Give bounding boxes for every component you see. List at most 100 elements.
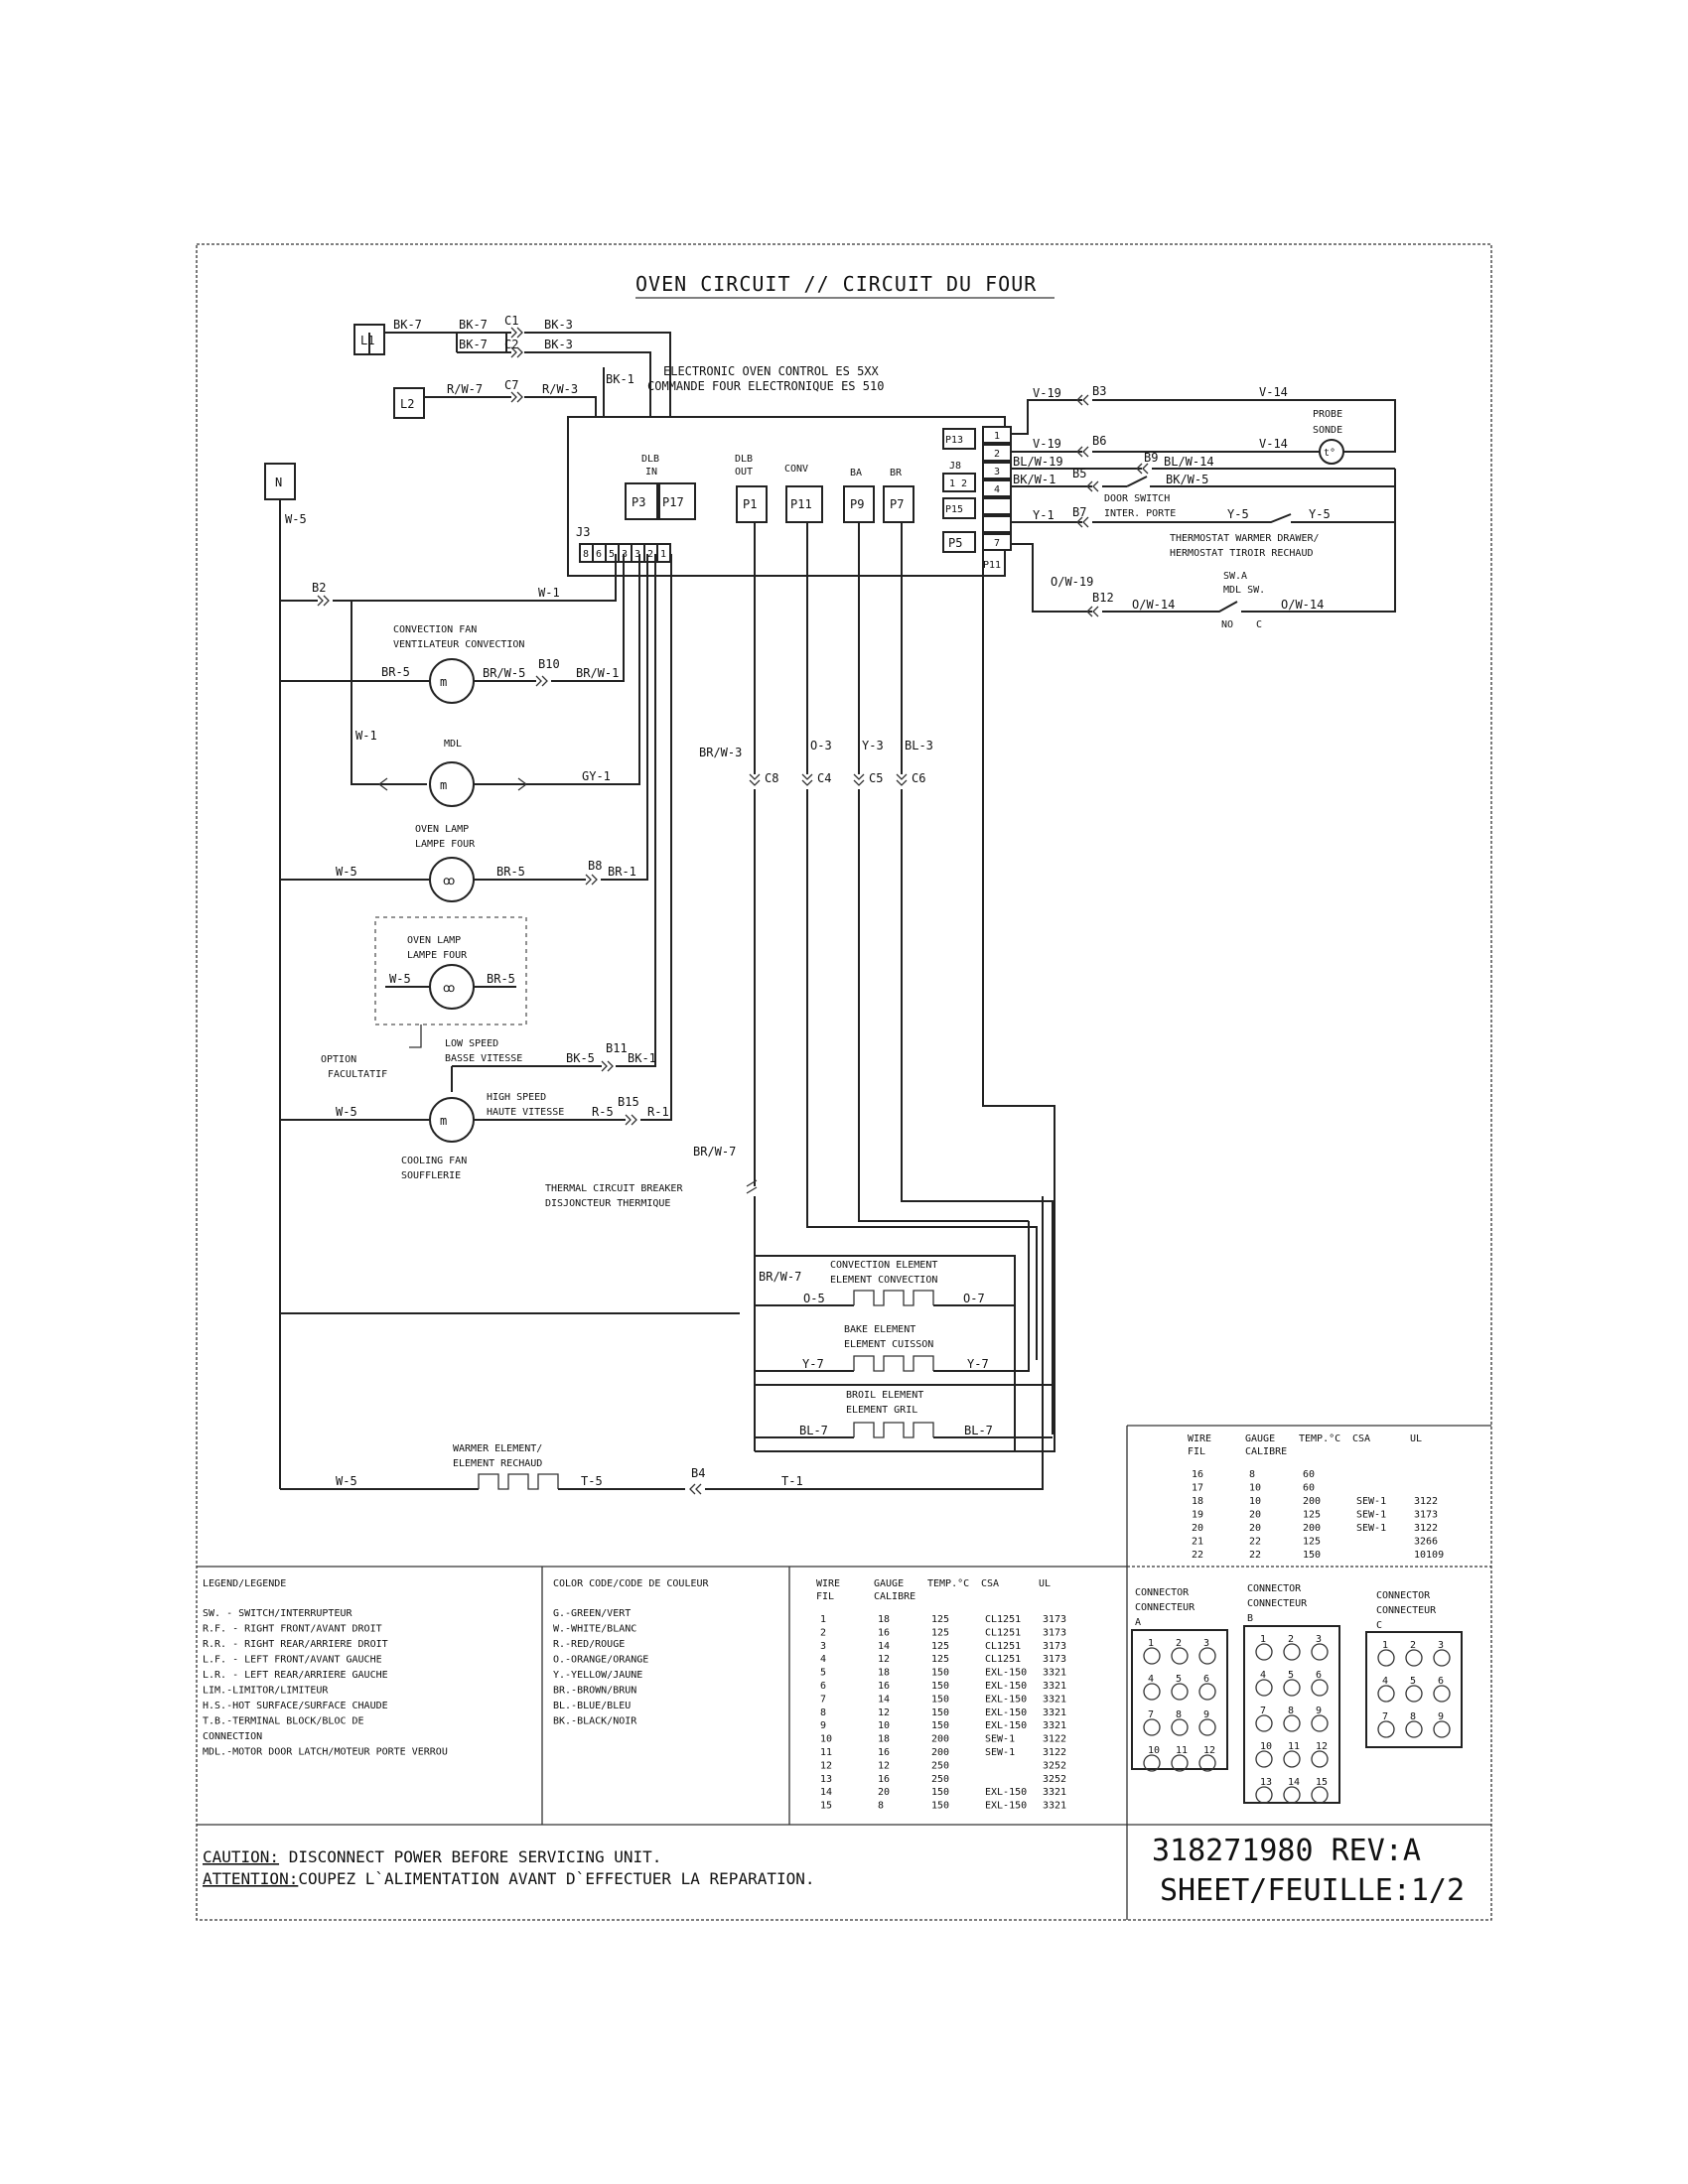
svg-text:CONV: CONV xyxy=(784,464,808,475)
svg-text:Y-5: Y-5 xyxy=(1309,507,1331,521)
connector-pin-number: 4 xyxy=(1148,1674,1154,1685)
svg-text:BK-5: BK-5 xyxy=(566,1051,595,1065)
control-pin-label: 3 xyxy=(994,467,1000,478)
connector-pin-number: 6 xyxy=(1438,1676,1444,1687)
connector-pin xyxy=(1311,1786,1329,1804)
table-cell: 14 xyxy=(878,1694,890,1705)
svg-text:A: A xyxy=(1135,1617,1141,1628)
svg-text:t°: t° xyxy=(1324,448,1336,459)
connector-pin xyxy=(1143,1683,1161,1701)
svg-text:OUT: OUT xyxy=(735,467,753,478)
connector-pin-number: 2 xyxy=(1410,1640,1416,1651)
color-code-item: BL.-BLUE/BLEU xyxy=(553,1701,631,1711)
terminal-n-label: N xyxy=(275,476,282,489)
connector-pin-number: 2 xyxy=(1176,1638,1182,1649)
table-header: TEMP.°C xyxy=(1299,1433,1340,1444)
table-cell: EXL-150 xyxy=(985,1694,1027,1705)
table-cell: 10109 xyxy=(1414,1550,1444,1561)
svg-text:m: m xyxy=(440,675,447,689)
table-cell: 12 xyxy=(878,1760,890,1771)
svg-text:SOUFFLERIE: SOUFFLERIE xyxy=(401,1170,461,1181)
svg-text:Y-7: Y-7 xyxy=(802,1357,824,1371)
connector-pin xyxy=(1255,1750,1273,1768)
svg-text:BR-1: BR-1 xyxy=(608,865,636,879)
table-cell: 3173 xyxy=(1043,1627,1066,1638)
svg-text:C6: C6 xyxy=(912,771,925,785)
terminal-l2-label: L2 xyxy=(400,397,414,411)
svg-text:COOLING FAN: COOLING FAN xyxy=(401,1156,467,1166)
connector-pin xyxy=(1283,1750,1301,1768)
table-cell: 22 xyxy=(1192,1550,1203,1561)
table-cell: 10 xyxy=(878,1720,890,1731)
table-header: GAUGE xyxy=(1245,1433,1275,1444)
table-cell: 18 xyxy=(878,1734,890,1745)
table-cell: 18 xyxy=(1192,1496,1203,1507)
svg-text:m: m xyxy=(440,1114,447,1128)
table-cell: 125 xyxy=(931,1627,949,1638)
table-cell: 12 xyxy=(878,1654,890,1665)
table-cell: EXL-150 xyxy=(985,1668,1027,1679)
connector-pin xyxy=(1311,1679,1329,1697)
table-cell: 10 xyxy=(1249,1496,1261,1507)
control-pin-label: 7 xyxy=(994,538,1000,549)
table-cell: 125 xyxy=(931,1614,949,1625)
svg-text:R-5: R-5 xyxy=(592,1105,614,1119)
svg-text:BR/W-5: BR/W-5 xyxy=(483,666,525,680)
connector-pin-number: 8 xyxy=(1176,1709,1182,1720)
svg-text:B15: B15 xyxy=(618,1095,639,1109)
table-cell: SEW-1 xyxy=(1356,1523,1386,1534)
part-number: 318271980 REV:A xyxy=(1152,1834,1421,1868)
svg-text:BROIL ELEMENT: BROIL ELEMENT xyxy=(846,1390,923,1401)
connector-pin-number: 2 xyxy=(1288,1634,1294,1645)
svg-text:C4: C4 xyxy=(817,771,831,785)
connector-pin xyxy=(1311,1750,1329,1768)
svg-text:C: C xyxy=(1376,1620,1382,1631)
legend-item: H.S.-HOT SURFACE/SURFACE CHAUDE xyxy=(203,1701,388,1711)
table-header: CSA xyxy=(1352,1433,1370,1444)
svg-text:CONVECTION FAN: CONVECTION FAN xyxy=(393,624,477,635)
svg-text:Y-3: Y-3 xyxy=(862,739,884,752)
svg-text:THERMOSTAT WARMER DRAWER/: THERMOSTAT WARMER DRAWER/ xyxy=(1170,533,1320,544)
connector-pin xyxy=(1433,1649,1451,1667)
table-cell: 3122 xyxy=(1414,1523,1438,1534)
table-cell: EXL-150 xyxy=(985,1787,1027,1798)
svg-text:BR-5: BR-5 xyxy=(487,972,515,986)
connector-pin xyxy=(1171,1754,1189,1772)
legend-item: MDL.-MOTOR DOOR LATCH/MOTEUR PORTE VERRO… xyxy=(203,1747,448,1758)
svg-text:BR/W-1: BR/W-1 xyxy=(576,666,619,680)
table-cell: 12 xyxy=(820,1760,832,1771)
table-cell: CL1251 xyxy=(985,1614,1021,1625)
table-cell: 150 xyxy=(931,1720,949,1731)
svg-text:BK/W-1: BK/W-1 xyxy=(1013,473,1055,486)
table-cell: 3321 xyxy=(1043,1720,1066,1731)
svg-text:LAMPE FOUR: LAMPE FOUR xyxy=(407,950,468,961)
svg-text:BK/W-5: BK/W-5 xyxy=(1166,473,1208,486)
caution-line: CAUTION: DISCONNECT POWER BEFORE SERVICI… xyxy=(203,1847,661,1866)
table-cell: 16 xyxy=(878,1627,890,1638)
table-cell: EXL-150 xyxy=(985,1707,1027,1718)
svg-text:BK-7: BK-7 xyxy=(393,318,422,332)
terminal-n xyxy=(264,463,296,500)
j3-pin-label: 3 xyxy=(622,549,628,560)
table-cell: 3122 xyxy=(1414,1496,1438,1507)
svg-text:B11: B11 xyxy=(606,1041,628,1055)
table-cell: SEW-1 xyxy=(985,1734,1015,1745)
svg-text:ꝏ: ꝏ xyxy=(443,874,455,887)
svg-text:SW.A: SW.A xyxy=(1223,571,1247,582)
svg-text:ꝏ: ꝏ xyxy=(443,981,455,995)
table-cell: 3122 xyxy=(1043,1747,1066,1758)
control-pin-label: 2 xyxy=(994,449,1000,460)
svg-text:CONNECTEUR: CONNECTEUR xyxy=(1247,1598,1308,1609)
svg-text:HAUTE VITESSE: HAUTE VITESSE xyxy=(487,1107,564,1118)
table-cell: 13 xyxy=(820,1774,832,1785)
table-cell: 18 xyxy=(878,1614,890,1625)
svg-text:ELEMENT CONVECTION: ELEMENT CONVECTION xyxy=(830,1275,937,1286)
table-cell: 150 xyxy=(931,1707,949,1718)
connector-pin xyxy=(1377,1685,1395,1703)
connector-pin xyxy=(1171,1683,1189,1701)
table-cell: 4 xyxy=(820,1654,826,1665)
connector-pin xyxy=(1311,1714,1329,1732)
